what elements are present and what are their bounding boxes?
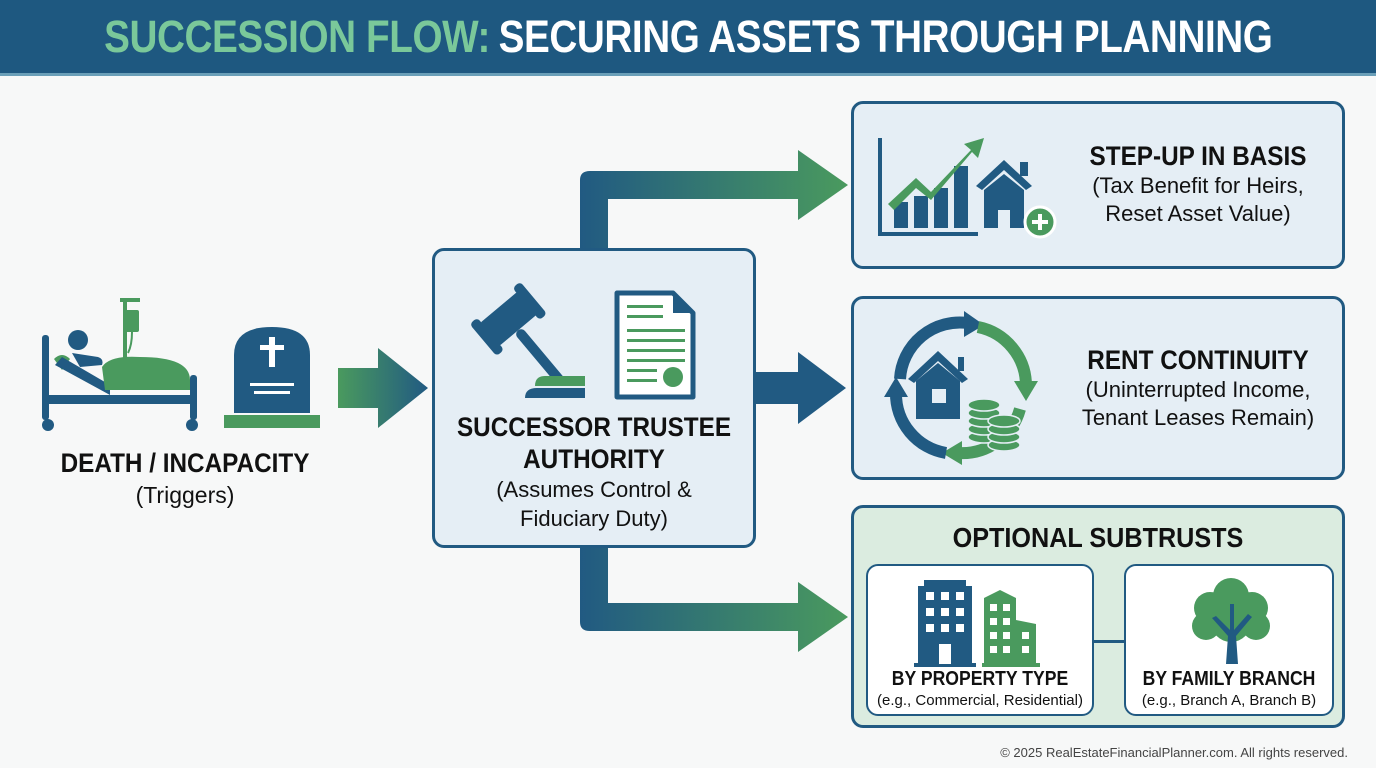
trustee-title: SUCCESSOR TRUSTEE AUTHORITY: [451, 411, 737, 475]
header-banner: SUCCESSION FLOW:SECURING ASSETS THROUGH …: [0, 0, 1376, 76]
arrow-trustee-to-step-up: [580, 150, 848, 248]
step-up-subtitle-line1: (Tax Benefit for Heirs,: [1092, 173, 1304, 198]
step-up-text: STEP-UP IN BASIS (Tax Benefit for Heirs,…: [1064, 140, 1332, 228]
property-type-title: BY PROPERTY TYPE: [891, 668, 1069, 690]
rent-title: RENT CONTINUITY: [1087, 345, 1309, 375]
arrow-trigger-to-trustee: [338, 348, 428, 428]
hospital-bed-icon: [42, 298, 198, 431]
family-branch-subtitle: (e.g., Branch A, Branch B): [1141, 692, 1317, 709]
page-title: SUCCESSION FLOW:SECURING ASSETS THROUGH …: [103, 10, 1273, 63]
trustee-subtitle-line2: Fiduciary Duty): [520, 506, 668, 531]
tree-icon: [1192, 578, 1270, 664]
arrow-trustee-to-subtrusts: [580, 548, 848, 652]
tombstone-icon: [224, 327, 320, 428]
rent-subtitle-line2: Tenant Leases Remain): [1081, 405, 1315, 430]
rent-subtitle-line1: (Uninterrupted Income,: [1085, 377, 1311, 402]
step-up-subtitle-line2: Reset Asset Value): [1105, 201, 1291, 226]
trigger-section: DEATH / INCAPACITY (Triggers): [30, 290, 350, 520]
step-up-title: STEP-UP IN BASIS: [1089, 141, 1307, 171]
trigger-subtitle: (Triggers): [135, 482, 235, 508]
trustee-subtitle: (Assumes Control & Fiduciary Duty): [435, 475, 753, 533]
subtrusts-title: OPTIONAL SUBTRUSTS: [952, 522, 1244, 553]
subtrust-by-property-type: BY PROPERTY TYPE (e.g., Commercial, Resi…: [866, 564, 1094, 716]
successor-trustee-box: SUCCESSOR TRUSTEE AUTHORITY (Assumes Con…: [432, 248, 756, 548]
title-highlight: SUCCESSION FLOW:: [103, 10, 490, 62]
trustee-title-line1: SUCCESSOR TRUSTEE: [456, 412, 732, 442]
copyright-footer: © 2025 RealEstateFinancialPlanner.com. A…: [1000, 745, 1348, 760]
cycle-house-coins-icon: [884, 311, 1038, 465]
trustee-subtitle-line1: (Assumes Control &: [496, 477, 692, 502]
buildings-icon: [914, 580, 1040, 667]
optional-subtrusts-box: OPTIONAL SUBTRUSTS BY PROPERTY TYPE: [851, 505, 1345, 728]
subtrust-by-family-branch: BY FAMILY BRANCH (e.g., Branch A, Branch…: [1124, 564, 1334, 716]
growth-chart-house-icon: [878, 138, 1057, 239]
subtrust-connector: [1094, 640, 1124, 643]
document-certificate-icon: [614, 290, 696, 400]
step-up-in-basis-box: STEP-UP IN BASIS (Tax Benefit for Heirs,…: [851, 101, 1345, 269]
trigger-title: DEATH / INCAPACITY: [60, 448, 310, 478]
title-main: SECURING ASSETS THROUGH PLANNING: [498, 10, 1273, 62]
rent-text: RENT CONTINUITY (Uninterrupted Income, T…: [1064, 344, 1332, 432]
property-type-subtitle: (e.g., Commercial, Residential): [877, 692, 1083, 709]
arrow-trustee-to-rent: [756, 352, 846, 424]
rent-continuity-box: RENT CONTINUITY (Uninterrupted Income, T…: [851, 296, 1345, 480]
trustee-title-line2: AUTHORITY: [523, 444, 665, 474]
gavel-icon: [471, 283, 585, 398]
family-branch-title: BY FAMILY BRANCH: [1142, 668, 1316, 690]
